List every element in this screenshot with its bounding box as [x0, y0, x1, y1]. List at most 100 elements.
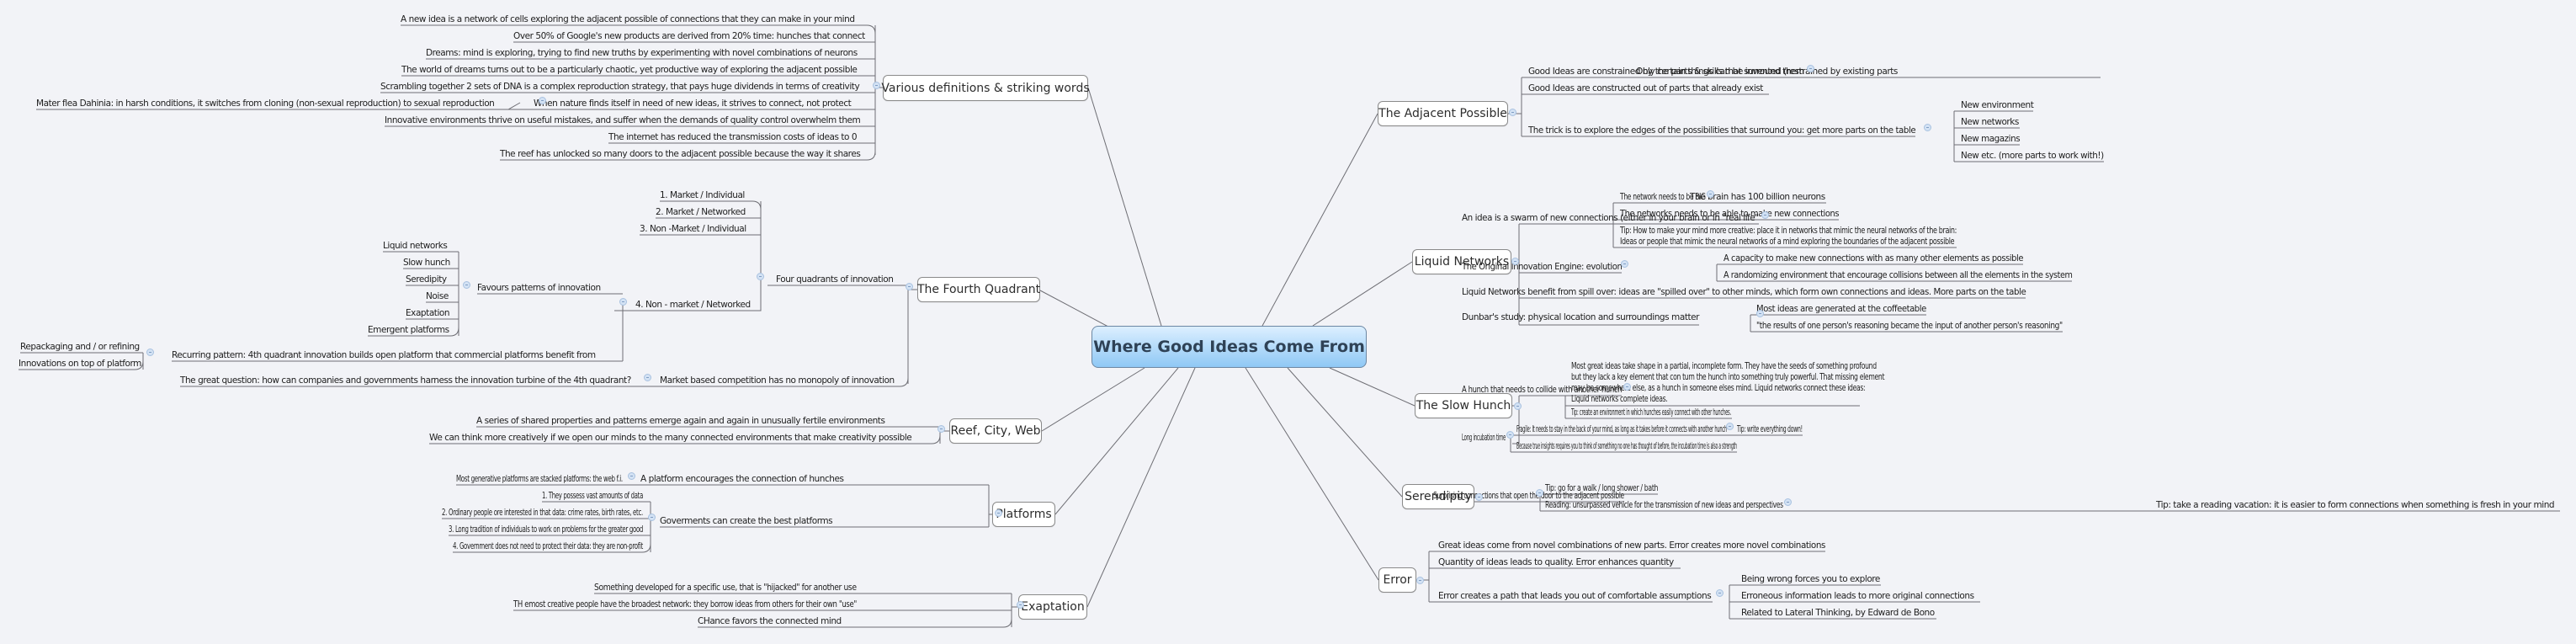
collapse-toggle-icon[interactable]	[146, 349, 154, 356]
subtopic-f1b[interactable]: 2. Market / Networked	[656, 207, 746, 217]
subtopic-a1a[interactable]: Only certain things can be invented (res…	[1636, 67, 1898, 77]
subtopic-v6a[interactable]: Mater flea Dahinia: in harsh conditions,…	[36, 98, 495, 109]
subtopic-a3a[interactable]: New environment	[1961, 100, 2034, 110]
subtopic-pl2a[interactable]: 1. They possess vast amounts of data	[542, 491, 644, 501]
subtopic-pl2[interactable]: Goverments can create the best platforms	[660, 516, 833, 526]
collapse-toggle-icon[interactable]	[644, 374, 651, 381]
subtopic-a3b[interactable]: New networks	[1961, 117, 2019, 127]
collapse-toggle-icon[interactable]	[1621, 260, 1628, 268]
subtopic-ex2[interactable]: TH emost creative people have the broade…	[513, 599, 857, 609]
subtopic-p5[interactable]: Exaptation	[406, 308, 450, 318]
subtopic-l4a[interactable]: Most ideas are generated at the coffeeta…	[1756, 304, 1926, 314]
subtopic-rw1[interactable]: A series of shared properties and patter…	[476, 416, 885, 426]
subtopic-pl2b[interactable]: 2. Ordinary people ore interested in tha…	[442, 508, 643, 518]
subtopic-p4[interactable]: Noise	[426, 291, 449, 301]
subtopic-ex1[interactable]: Something developed for a specific use, …	[594, 583, 857, 593]
subtopic-v8[interactable]: The internet has reduced the transmissio…	[608, 132, 858, 142]
collapse-toggle-icon[interactable]	[1707, 190, 1714, 198]
central-topic[interactable]: Where Good Ideas Come From	[1091, 326, 1367, 368]
subtopic-f1d[interactable]: 4. Non - market / Networked	[635, 300, 751, 310]
collapse-toggle-icon[interactable]	[873, 82, 880, 89]
subtopic-l2b[interactable]: A randomizing environment that encourage…	[1724, 270, 2073, 280]
subtopic-f1c[interactable]: 3. Non -Market / Individual	[640, 224, 746, 234]
collapse-toggle-icon[interactable]	[539, 97, 546, 104]
collapse-toggle-icon[interactable]	[463, 281, 470, 289]
subtopic-l1b[interactable]: The networks needs to be able to make ne…	[1620, 209, 1840, 219]
subtopic-se1a[interactable]: Tip: go for a walk / long shower / bath	[1545, 483, 1659, 493]
topic-liquid[interactable]: Liquid Networks	[1412, 249, 1511, 274]
collapse-toggle-icon[interactable]	[1761, 211, 1769, 219]
collapse-toggle-icon[interactable]	[995, 509, 1002, 517]
subtopic-e3a[interactable]: Being wrong forces you to explore	[1741, 574, 1880, 584]
subtopic-f1[interactable]: Four quadrants of innovation	[776, 274, 894, 285]
subtopic-v2[interactable]: Over 50% of Google's new products are de…	[513, 31, 865, 41]
topic-reef[interactable]: Reef, City, Web	[949, 418, 1042, 444]
subtopic-l1c[interactable]: Tip: How to make your mind more creative…	[1620, 226, 1957, 247]
subtopic-s1[interactable]: A hunch that needs to collide with anoth…	[1462, 385, 1623, 395]
subtopic-l2a[interactable]: A capacity to make new connections with …	[1724, 253, 2024, 263]
subtopic-s2a1[interactable]: Tip: write everything down!	[1737, 424, 1803, 434]
collapse-toggle-icon[interactable]	[1726, 423, 1734, 430]
subtopic-f2a[interactable]: The great question: how can companies an…	[180, 375, 631, 386]
subtopic-s2[interactable]: Long incubation time	[1462, 433, 1506, 443]
collapse-toggle-icon[interactable]	[1509, 109, 1516, 116]
collapse-toggle-icon[interactable]	[648, 514, 656, 521]
collapse-toggle-icon[interactable]	[1784, 498, 1792, 506]
subtopic-a3d[interactable]: New etc. (more parts to work with!)	[1961, 151, 2104, 161]
subtopic-l2[interactable]: The Original Innovation Engine: evolutio…	[1462, 262, 1623, 272]
subtopic-s2b[interactable]: Because true insights requires you to th…	[1516, 441, 1737, 451]
subtopic-e2[interactable]: Quantity of ideas leads to quality. Erro…	[1438, 557, 1674, 567]
subtopic-ex3[interactable]: CHance favors the connected mind	[698, 616, 842, 626]
topic-fourth[interactable]: The Fourth Quadrant	[917, 277, 1040, 302]
subtopic-e1[interactable]: Great ideas come from novel combinations…	[1438, 540, 1825, 551]
subtopic-l1[interactable]: An idea is a swarm of new connections (e…	[1462, 213, 1759, 223]
collapse-toggle-icon[interactable]	[1807, 65, 1814, 72]
collapse-toggle-icon[interactable]	[628, 472, 635, 480]
collapse-toggle-icon[interactable]	[1536, 489, 1543, 497]
subtopic-pl1a[interactable]: Most generative platforms are stacked pl…	[456, 474, 623, 484]
subtopic-a3c[interactable]: New magazins	[1961, 134, 2021, 144]
subtopic-pl2c[interactable]: 3. Long tradition of individuals to work…	[449, 524, 644, 535]
subtopic-p3[interactable]: Seredipity	[406, 274, 447, 285]
subtopic-r2[interactable]: Innovations on top of platform	[19, 359, 141, 369]
subtopic-f2[interactable]: Market based competition has no monopoly…	[660, 375, 895, 386]
subtopic-f1a[interactable]: 1. Market / Individual	[660, 190, 745, 200]
topic-platforms[interactable]: Platforms	[992, 502, 1055, 527]
subtopic-se1b1[interactable]: Tip: take a reading vacation: it is easi…	[2156, 500, 2555, 510]
topic-serendipity[interactable]: Serendipity	[1402, 484, 1474, 509]
topic-exaptation[interactable]: Exaptation	[1018, 594, 1087, 620]
subtopic-a1[interactable]: Good Ideas are constrained by the parts …	[1528, 67, 1804, 77]
collapse-toggle-icon[interactable]	[1716, 589, 1724, 597]
subtopic-p1[interactable]: Liquid networks	[383, 241, 448, 251]
subtopic-pl2d[interactable]: 4. Government does not need to protect t…	[453, 541, 643, 551]
subtopic-v1[interactable]: A new idea is a network of cells explori…	[401, 14, 855, 24]
subtopic-rw2[interactable]: We can think more creatively if we open …	[429, 433, 912, 443]
collapse-toggle-icon[interactable]	[937, 425, 945, 433]
subtopic-e3[interactable]: Error creates a path that leads you out …	[1438, 591, 1712, 601]
collapse-toggle-icon[interactable]	[1924, 124, 1931, 131]
collapse-toggle-icon[interactable]	[1017, 601, 1024, 609]
subtopic-f1d1[interactable]: Favours patterns of innovation	[477, 283, 601, 293]
collapse-toggle-icon[interactable]	[906, 283, 913, 290]
topic-adjacent[interactable]: The Adjacent Possible	[1378, 101, 1508, 126]
collapse-toggle-icon[interactable]	[1623, 383, 1631, 391]
subtopic-v5[interactable]: Scrambling together 2 sets of DNA is a c…	[380, 82, 860, 92]
subtopic-v9[interactable]: The reef has unlocked so many doors to t…	[500, 149, 861, 159]
collapse-toggle-icon[interactable]	[1756, 310, 1764, 317]
subtopic-v3[interactable]: Dreams: mind is exploring, trying to fin…	[426, 48, 858, 58]
subtopic-p6[interactable]: Emergent platforms	[368, 325, 449, 335]
subtopic-s1b[interactable]: Tip: create an environment in which hunc…	[1571, 407, 1731, 418]
subtopic-l4[interactable]: Dunbar's study: physical location and su…	[1462, 312, 1700, 322]
collapse-toggle-icon[interactable]	[1416, 577, 1424, 584]
subtopic-p2[interactable]: Slow hunch	[403, 258, 450, 268]
subtopic-v7[interactable]: Innovative environments thrive on useful…	[385, 115, 861, 125]
subtopic-v4[interactable]: The world of dreams turns out to be a pa…	[401, 65, 858, 75]
collapse-toggle-icon[interactable]	[1514, 402, 1522, 410]
subtopic-v6[interactable]: When nature finds itself in need of new …	[534, 98, 852, 109]
subtopic-se1b[interactable]: Reading: unsurpassed vehicle for the tra…	[1545, 500, 1783, 510]
subtopic-pl1[interactable]: A platform encourages the connection of …	[640, 474, 844, 484]
collapse-toggle-icon[interactable]	[1506, 431, 1514, 439]
subtopic-r1[interactable]: Repackaging and / or refining	[20, 342, 140, 352]
subtopic-a3[interactable]: The trick is to explore the edges of the…	[1528, 125, 1916, 136]
topic-slowhunch[interactable]: The Slow Hunch	[1415, 393, 1512, 418]
